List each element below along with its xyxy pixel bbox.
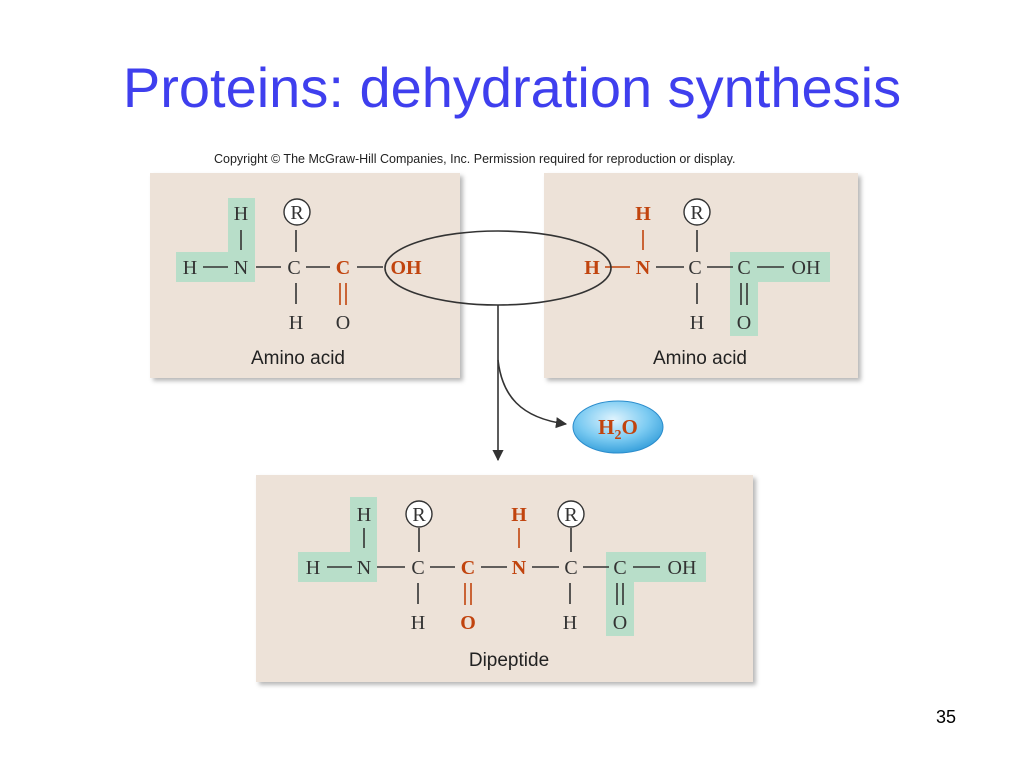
r-group: R (290, 202, 304, 224)
atom-h: H (289, 312, 303, 334)
water-release-arrow (497, 359, 568, 429)
atom-c-alpha: C (564, 557, 577, 579)
atom-h: H (690, 312, 704, 334)
carboxyl-group-highlight (730, 252, 830, 336)
atom-o: O (613, 612, 627, 634)
amino-group-highlight (176, 198, 255, 282)
amino-acid-left-panel: H R H N C C OH H O Amino acid (150, 173, 460, 378)
reaction-site: H2O (384, 230, 664, 462)
slide-title: Proteins: dehydration synthesis (122, 56, 902, 119)
water-subscript: 2 (615, 428, 622, 443)
panel-caption: Dipeptide (469, 650, 549, 671)
hydroxyl-group: OH (668, 557, 697, 579)
atom-n: N (636, 257, 651, 279)
atom-c-carboxyl: C (613, 557, 626, 579)
atom-h: H (234, 203, 248, 225)
carboxyl-group-highlight (606, 552, 706, 636)
amino-acid-right-panel: H R H N C C OH H O Amino acid (544, 173, 858, 378)
atom-h: H (183, 257, 197, 279)
r-group-circle (283, 198, 311, 226)
page-number: 35 (936, 707, 957, 727)
water-molecule-bubble (572, 400, 664, 454)
copyright-notice: Copyright © The McGraw-Hill Companies, I… (214, 152, 736, 166)
hydroxyl-group: OH (792, 257, 821, 279)
water-o: O (622, 415, 638, 439)
atom-o: O (336, 312, 350, 334)
atom-h: H (563, 612, 577, 634)
atom-c-alpha: C (287, 257, 300, 279)
atom-c-alpha: C (411, 557, 424, 579)
atom-o: O (737, 312, 751, 334)
atom-h: H (635, 203, 651, 225)
atom-n-amide: N (512, 557, 527, 579)
atom-c-carbonyl: C (461, 557, 475, 579)
water-h: H (598, 415, 614, 439)
atom-h: H (306, 557, 320, 579)
atom-o: O (460, 612, 476, 634)
water-formula: H2O (598, 415, 638, 443)
atom-h-amide: H (511, 504, 527, 526)
r-group: R (564, 504, 578, 526)
atom-h: H (584, 257, 600, 279)
atom-c-alpha: C (688, 257, 701, 279)
hydroxyl-group: OH (390, 257, 422, 279)
atom-h: H (411, 612, 425, 634)
panel-caption: Amino acid (653, 348, 747, 369)
atom-n: N (357, 557, 371, 579)
atom-n: N (234, 257, 248, 279)
panel-caption: Amino acid (251, 348, 345, 369)
r-group-circle (683, 198, 711, 226)
r-group: R (690, 202, 704, 224)
atom-c-carboxyl: C (737, 257, 750, 279)
dipeptide-panel: H R H R H N C C N C C OH H O H O Dipepti… (256, 475, 753, 682)
atom-h: H (357, 504, 371, 526)
amino-group-highlight (298, 497, 377, 582)
r-group-circle (405, 500, 433, 528)
atom-c-carbonyl: C (336, 257, 350, 279)
r-group-circle (557, 500, 585, 528)
r-group: R (412, 504, 426, 526)
